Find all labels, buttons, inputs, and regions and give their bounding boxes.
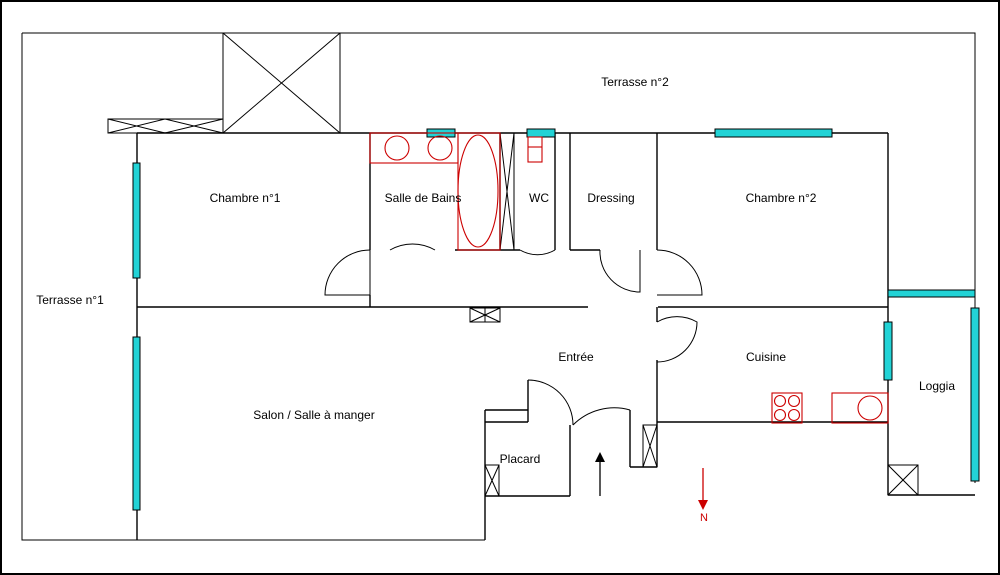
interior-walls [137, 133, 888, 496]
window-cuisine [883, 321, 893, 381]
fixtures [369, 132, 889, 424]
window-wc [526, 128, 556, 138]
toilet [527, 136, 543, 163]
entry-arrow-icon [595, 452, 605, 496]
ducts [107, 32, 919, 497]
label-salle-de-bains: Salle de Bains [385, 191, 462, 205]
label-cuisine: Cuisine [746, 350, 786, 364]
window-loggia-top [887, 289, 976, 298]
label-dressing: Dressing [587, 191, 634, 205]
label-wc: WC [529, 191, 549, 205]
label-terrasse-2: Terrasse n°2 [601, 75, 669, 89]
label-placard: Placard [500, 452, 541, 466]
window-chambre-1 [132, 162, 141, 279]
kitchen-sink [831, 392, 889, 424]
label-salon: Salon / Salle à manger [253, 408, 374, 422]
window-salon [132, 336, 141, 511]
window-loggia-side [970, 307, 980, 482]
label-terrasse-1: Terrasse n°1 [36, 293, 104, 307]
door-swings [324, 243, 703, 426]
north-arrow-icon [698, 468, 708, 510]
label-entree: Entrée [558, 350, 594, 364]
terrace-boundary [21, 32, 976, 541]
cooktop [771, 392, 803, 424]
label-chambre-2: Chambre n°2 [746, 191, 817, 205]
label-chambre-1: Chambre n°1 [210, 191, 281, 205]
window-chambre-2 [714, 128, 833, 138]
north-label: N [700, 512, 708, 524]
windows [132, 128, 980, 511]
label-loggia: Loggia [919, 379, 955, 393]
